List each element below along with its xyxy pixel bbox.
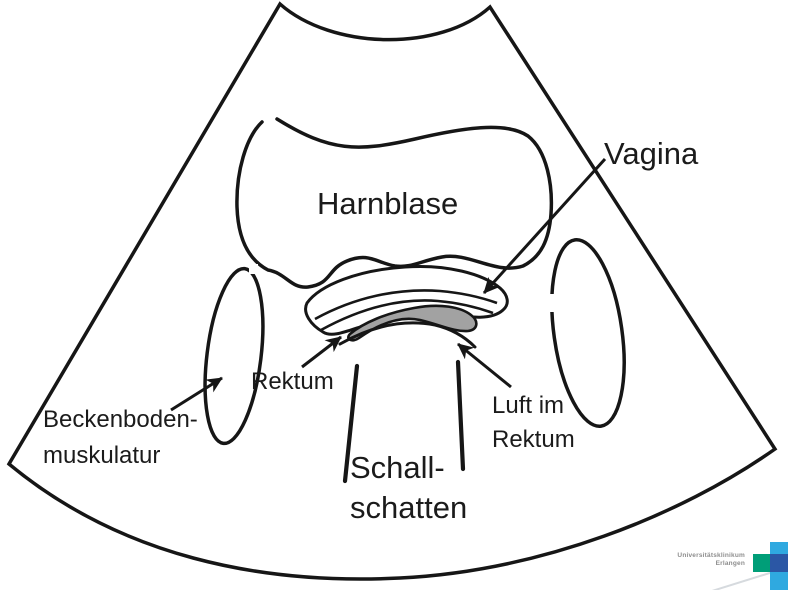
posterior-wall-arc [338,321,477,349]
beckenboden-arrow [170,376,223,412]
label-luft-line2: Rektum [492,426,575,453]
shadow-line-right [455,359,466,472]
left-muscle-oval [203,266,265,446]
label-beckenboden-line2: muskulatur [43,442,161,469]
label-beckenbodenmuskulatur: Beckenboden- muskulatur [43,402,198,474]
logo-text-line1: Universitätsklinikum [677,552,745,559]
air-crescent [347,304,478,342]
label-harnblase: Harnblase [317,186,459,221]
luft-im-rektum-arrow [457,342,512,389]
logo-cross [753,542,788,590]
vagina-canal [314,289,498,332]
right-muscle-oval [550,238,626,428]
label-schall-line1: Schall- [350,450,445,485]
right-muscle-gap [548,294,562,312]
logo-text: Universitätsklinikum Erlangen [620,552,745,567]
label-schall-line2: schatten [350,490,468,525]
shadow-line-left [342,363,360,484]
logo-text-line2: Erlangen [715,559,745,567]
label-rektum: Rektum [251,368,334,395]
label-schallschatten: Schall- schatten [350,448,467,528]
logo-cross-green-arm [753,554,770,572]
label-luft-line1: Luft im [492,392,565,419]
bladder-outline [235,117,554,289]
label-luft-im-rektum: Luft im Rektum [492,389,575,457]
vagina-arrow [482,157,607,295]
logo-cross-center-square [770,554,788,572]
vagina-hatch-region [304,264,509,336]
rektum-arrow [301,335,342,369]
fan-outline [6,1,778,581]
label-vagina: Vagina [604,136,699,171]
left-muscle-gap [249,264,258,274]
label-beckenboden-line1: Beckenboden- [43,406,198,433]
